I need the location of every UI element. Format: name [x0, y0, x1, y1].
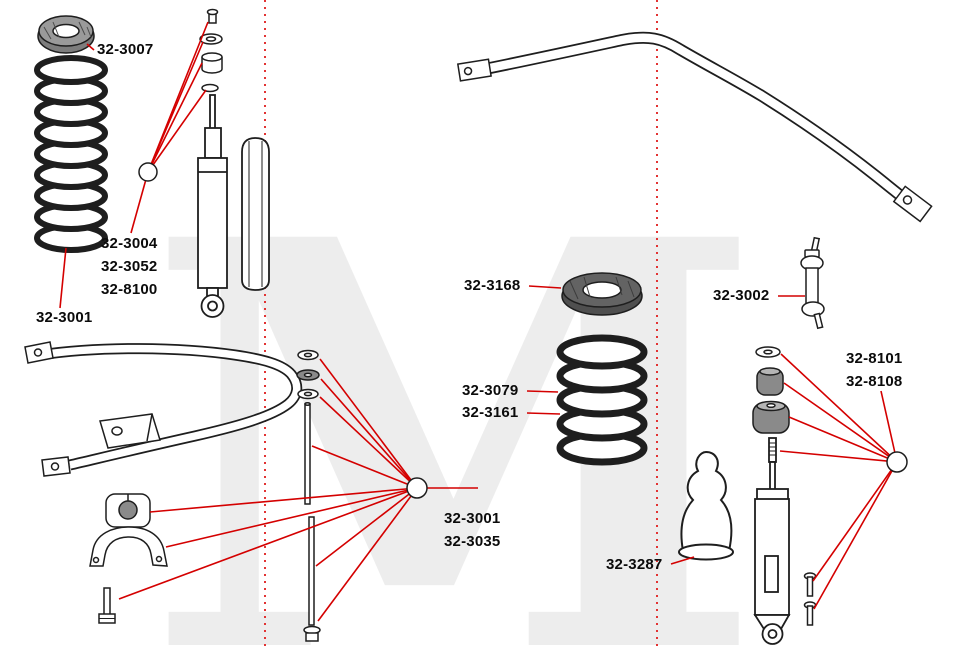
rear-bump-stop-drawing: [678, 450, 734, 561]
part-label-front-upper-pad: 32-3007: [97, 41, 154, 58]
rear-spring-pad-drawing: [561, 272, 643, 316]
callout-node-rear-shock-kit: [886, 451, 908, 473]
front-shock-mount-kit-drawing: [199, 8, 223, 93]
callout-node-front-swaybar-kit: [406, 477, 428, 499]
part-label-rear-shock-kit-1: 32-8101: [846, 350, 903, 367]
part-label-front-shock-kit-1: 32-3004: [101, 235, 158, 252]
swaybar-bushing-drawing: [105, 493, 151, 528]
part-label-rear-spring-pad: 32-3168: [464, 277, 521, 294]
part-label-front-swaybar-1: 32-3001: [444, 510, 501, 527]
front-shock-boot-drawing: [241, 137, 270, 291]
part-label-front-swaybar-2: 32-3035: [444, 533, 501, 550]
part-label-rear-swaybar-link: 32-3002: [713, 287, 770, 304]
rear-shock-absorber-drawing: [753, 437, 791, 645]
part-label-rear-shock-kit-2: 32-8108: [846, 373, 903, 390]
swaybar-link-parts-drawing: [296, 349, 321, 642]
rear-swaybar-link-drawing: [800, 236, 825, 330]
swaybar-bracket-plate-drawing: [99, 413, 161, 449]
part-label-rear-bump-stop: 32-3287: [606, 556, 663, 573]
rear-shock-mount-kit-drawing: [752, 346, 790, 434]
swaybar-bolt-drawing: [98, 587, 116, 624]
part-label-rear-spring-2: 32-3161: [462, 404, 519, 421]
parts-artwork: [24, 8, 933, 645]
callout-node-front-shock-kit: [138, 162, 158, 182]
part-label-front-shock-kit-3: 32-8100: [101, 281, 158, 298]
front-swaybar-drawing: [24, 341, 303, 477]
part-label-front-shock-kit-2: 32-3052: [101, 258, 158, 275]
part-label-rear-spring-1: 32-3079: [462, 382, 519, 399]
watermark-letter: M: [145, 120, 765, 650]
callout-nodes: [138, 162, 908, 499]
rear-coil-spring-drawing: [556, 334, 648, 466]
front-shock-absorber-drawing: [197, 94, 228, 318]
leader-lines: [59, 21, 898, 622]
front-coil-spring-drawing: [34, 55, 108, 253]
swaybar-clamp-drawing: [89, 526, 168, 567]
part-label-front-spring: 32-3001: [36, 309, 93, 326]
front-spring-upper-pad-drawing: [37, 15, 95, 54]
rear-swaybar-drawing: [456, 31, 933, 223]
rear-shock-bolts-drawing: [803, 572, 817, 626]
